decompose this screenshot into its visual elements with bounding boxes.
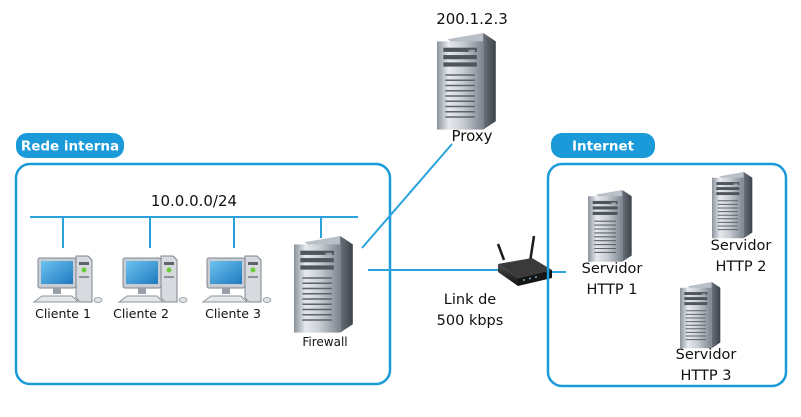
subnet-label: 10.0.0.0/24 bbox=[151, 192, 237, 210]
client-2-label: Cliente 2 bbox=[113, 306, 169, 321]
proxy-label: Proxy bbox=[451, 127, 492, 145]
client-1: Cliente 1 bbox=[33, 255, 103, 321]
client-1-label: Cliente 1 bbox=[35, 306, 91, 321]
router-icon bbox=[498, 258, 552, 278]
link-label-line1: Link de bbox=[444, 292, 497, 308]
firewall-proxy-link bbox=[361, 143, 453, 249]
router-antenna-icon bbox=[528, 235, 536, 263]
internal-network-border bbox=[14, 162, 392, 386]
server-icon bbox=[587, 189, 633, 263]
router bbox=[496, 235, 552, 286]
proxy: 200.1.2.3 Proxy bbox=[436, 10, 508, 145]
server-icon bbox=[711, 171, 753, 239]
client-3-label: Cliente 3 bbox=[205, 306, 261, 321]
proxy-server-icon bbox=[436, 32, 497, 131]
internet-panel: Internet Servidor HTTP 1 Servidor HTTP 2… bbox=[546, 133, 788, 388]
internal-network-panel: Rede interna 10.0.0.0/24 Cliente 1 Clien… bbox=[14, 133, 392, 386]
firewall: Firewall bbox=[293, 235, 354, 349]
http-server-1: Servidor HTTP 1 bbox=[582, 189, 643, 298]
link-label-line2: 500 kbps bbox=[437, 313, 504, 329]
internet-border bbox=[546, 162, 788, 388]
server-3-label-line1: Servidor bbox=[676, 347, 737, 363]
firewall-label: Firewall bbox=[302, 335, 347, 349]
internet-tab bbox=[551, 133, 655, 158]
workstation-icon bbox=[33, 255, 103, 303]
router-antenna-icon bbox=[496, 243, 506, 261]
server-icon bbox=[679, 281, 721, 349]
proxy-ip: 200.1.2.3 bbox=[436, 10, 508, 28]
http-server-3: Servidor HTTP 3 bbox=[676, 281, 737, 384]
server-2-label-line1: Servidor bbox=[711, 238, 772, 254]
internal-network-tab bbox=[16, 133, 124, 158]
server-3-label-line2: HTTP 3 bbox=[681, 368, 732, 384]
client-2: Cliente 2 bbox=[113, 255, 188, 321]
server-1-label-line2: HTTP 1 bbox=[587, 282, 638, 298]
internet-title: Internet bbox=[572, 139, 635, 155]
client-3: Cliente 3 bbox=[202, 255, 272, 321]
firewall-server-icon bbox=[293, 235, 354, 334]
http-server-2: Servidor HTTP 2 bbox=[711, 171, 772, 275]
server-2-label-line2: HTTP 2 bbox=[716, 259, 767, 275]
server-1-label-line1: Servidor bbox=[582, 261, 643, 277]
workstation-icon bbox=[118, 255, 188, 303]
workstation-icon bbox=[202, 255, 272, 303]
internal-network-title: Rede interna bbox=[21, 139, 119, 155]
